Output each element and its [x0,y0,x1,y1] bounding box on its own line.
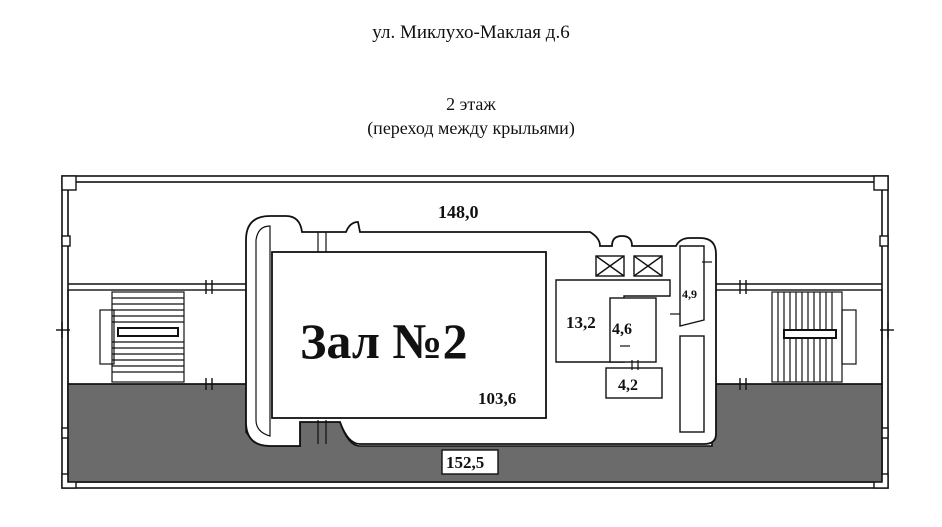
central-inner-wall [255,225,271,437]
windows [95,177,850,487]
room-d-area: 4,2 [618,377,638,394]
hall-area: 103,6 [478,389,516,408]
small-door-marks [620,261,712,370]
door-marks [56,280,894,390]
left-staircase [99,291,185,383]
small-rooms [555,245,705,433]
bottom-corridor-label-box [441,449,499,475]
room-a-area: 13,2 [566,313,596,332]
top-corridor-area: 148,0 [438,202,479,222]
hall-room [271,251,547,419]
room-c-area: 4,9 [682,287,697,301]
address-title: ул. Миклухо-Маклая д.6 [372,22,570,43]
room-b-area: 4,6 [612,321,632,338]
bottom-corridor-area: 152,5 [446,453,484,472]
hall-name: Зал №2 [300,313,468,369]
floor-title: 2 этаж [446,94,496,114]
section-subtitle: (переход между крыльями) [367,118,575,138]
right-staircase [771,291,857,383]
elevator-shafts [595,255,663,277]
